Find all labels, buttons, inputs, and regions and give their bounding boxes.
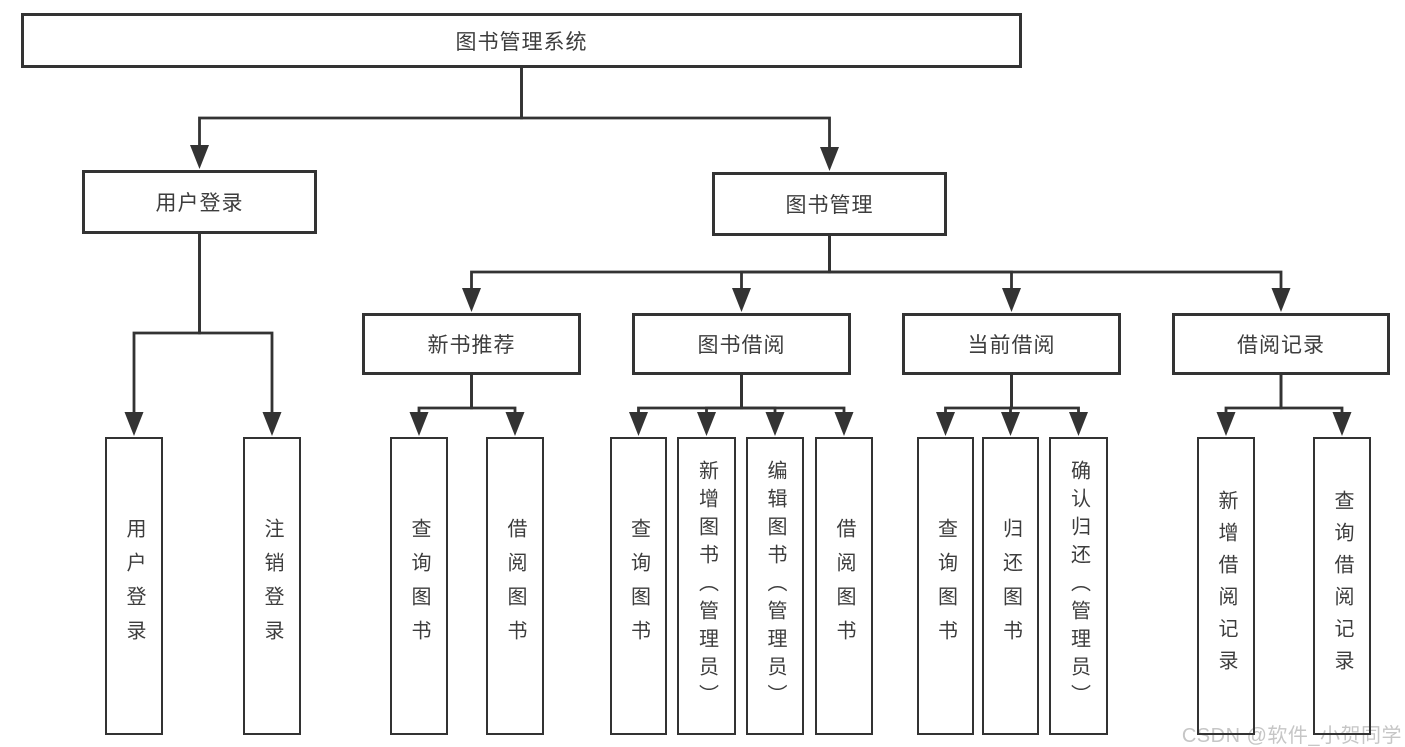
node-book-borrow: 图书借阅 — [632, 313, 851, 375]
node-new-book-rec: 新书推荐 — [362, 313, 581, 375]
node-borrow-record: 借阅记录 — [1172, 313, 1390, 375]
node-leaf-cb-confirm: 确认归还（管理员） — [1049, 437, 1108, 735]
connector-edge — [740, 236, 831, 297]
connector-arrowhead-icon — [409, 412, 429, 436]
connector-arrowhead-icon — [820, 147, 839, 171]
node-leaf-br-add: 新增借阅记录 — [1197, 437, 1255, 735]
connector-arrowhead-icon — [936, 412, 955, 436]
node-leaf-bb-query: 查询图书 — [610, 437, 667, 735]
connector-edge — [198, 68, 523, 154]
node-book-mgmt: 图书管理 — [712, 172, 947, 236]
connector-arrowhead-icon — [697, 412, 716, 436]
node-leaf-bb-add: 新增图书（管理员） — [677, 437, 736, 735]
connector-edge — [637, 375, 743, 421]
connector-edge — [1279, 375, 1344, 421]
connector-edge — [132, 234, 201, 421]
node-leaf-user-login: 用户登录 — [105, 437, 163, 735]
connector-edge — [828, 236, 1283, 297]
connector-arrowhead-icon — [1069, 412, 1088, 436]
connector-arrowhead-icon — [1001, 412, 1020, 436]
node-leaf-cb-return: 归还图书 — [982, 437, 1039, 735]
connector-arrowhead-icon — [1002, 288, 1021, 312]
node-leaf-cb-query: 查询图书 — [917, 437, 974, 735]
connector-arrowhead-icon — [262, 412, 282, 436]
node-user-login: 用户登录 — [82, 170, 317, 234]
connector-arrowhead-icon — [190, 145, 209, 169]
connector-edge — [944, 375, 1013, 421]
connector-edge — [470, 236, 831, 297]
node-leaf-bb-edit: 编辑图书（管理员） — [746, 437, 804, 735]
connector-arrowhead-icon — [1271, 288, 1291, 312]
node-leaf-rec-query: 查询图书 — [390, 437, 448, 735]
node-leaf-logout: 注销登录 — [243, 437, 301, 735]
connector-arrowhead-icon — [765, 412, 785, 436]
connector-arrowhead-icon — [1332, 412, 1352, 436]
node-leaf-br-query: 查询借阅记录 — [1313, 437, 1371, 735]
watermark: CSDN @软件_小贺同学 — [1181, 725, 1402, 747]
connector-arrowhead-icon — [1216, 412, 1236, 436]
connector-arrowhead-icon — [505, 412, 525, 436]
connector-arrowhead-icon — [732, 288, 751, 312]
connector-arrowhead-icon — [462, 288, 481, 312]
connector-arrowhead-icon — [834, 412, 854, 436]
connector-arrowhead-icon — [124, 412, 144, 436]
node-root: 图书管理系统 — [21, 13, 1022, 68]
connector-edge — [1010, 375, 1080, 421]
connector-edge — [520, 68, 831, 156]
node-leaf-bb-borrow: 借阅图书 — [815, 437, 873, 735]
node-leaf-rec-borrow: 借阅图书 — [486, 437, 544, 735]
connector-edge — [740, 375, 846, 421]
connector-edge — [828, 236, 1013, 297]
connector-arrowhead-icon — [629, 412, 648, 436]
connector-edge — [198, 234, 274, 421]
node-current-borrow: 当前借阅 — [902, 313, 1121, 375]
